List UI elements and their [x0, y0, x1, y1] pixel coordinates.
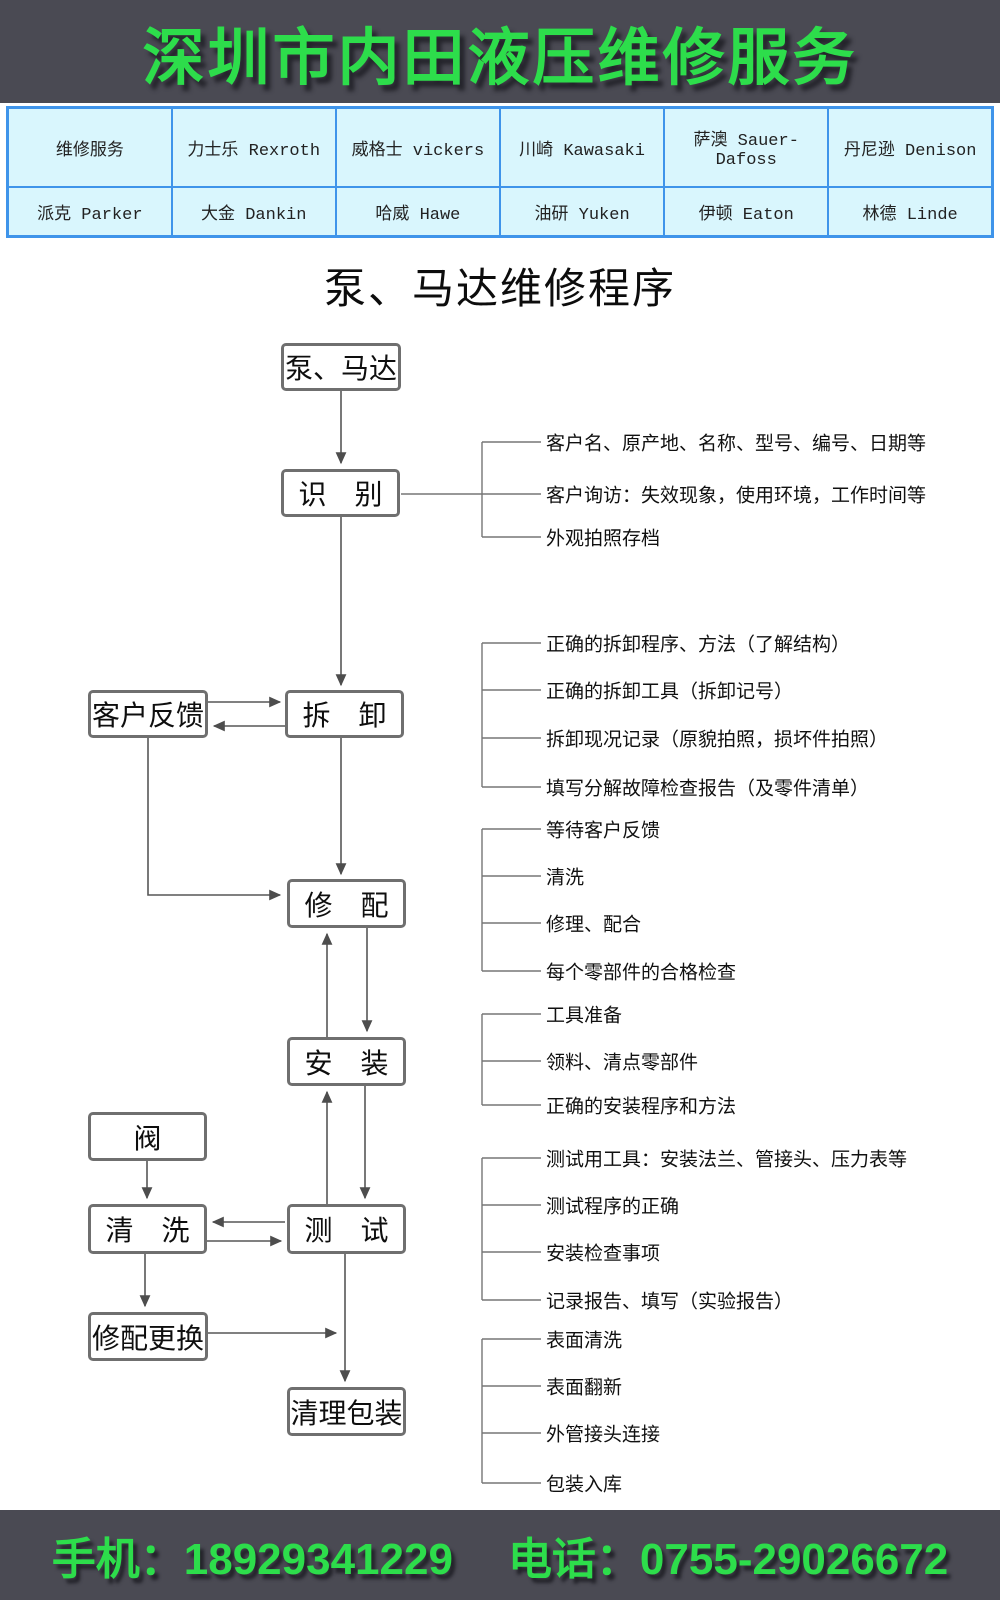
annotation-disassemble-3: 拆卸现况记录（原貌拍照，损坏件拍照）: [546, 729, 889, 751]
brand-cell-sauer: 萨澳 Sauer-Dafoss: [663, 106, 830, 189]
annotation-install-2: 领料、清点零部件: [546, 1052, 699, 1074]
node-repair-fit: 修 配: [287, 879, 406, 928]
brand-cell-rexroth: 力士乐 Rexroth: [170, 106, 337, 189]
brand-cell-hawe: 哈威 Hawe: [334, 186, 501, 238]
brand-cell-service: 维修服务: [6, 106, 173, 189]
node-identify: 识 别: [281, 469, 400, 517]
annotation-repair-3: 修理、配合: [546, 914, 642, 936]
brand-table-row: 派克 Parker 大金 Dankin 哈威 Hawe 油研 Yuken 伊顿 …: [6, 186, 994, 238]
annotation-test-2: 测试程序的正确: [546, 1196, 680, 1218]
brand-cell-dankin: 大金 Dankin: [170, 186, 337, 238]
annotation-install-1: 工具准备: [546, 1005, 623, 1027]
annotation-disassemble-2: 正确的拆卸工具（拆卸记号）: [546, 681, 794, 703]
annotation-identify-1: 客户名、原产地、名称、型号、编号、日期等: [546, 433, 927, 455]
brand-cell-vickers: 威格士 vickers: [334, 106, 501, 189]
node-pump-motor: 泵、马达: [281, 343, 401, 391]
annotation-package-3: 外管接头连接: [546, 1424, 661, 1446]
annotation-install-3: 正确的安装程序和方法: [546, 1096, 737, 1118]
annotation-package-1: 表面清洗: [546, 1330, 623, 1352]
brand-cell-denison: 丹尼逊 Denison: [827, 106, 994, 189]
node-valve: 阀: [88, 1112, 207, 1161]
phone-number: 电话：0755-29026672: [507, 1535, 949, 1584]
brand-cell-linde: 林德 Linde: [827, 186, 994, 238]
brand-cell-kawasaki: 川崎 Kawasaki: [498, 106, 666, 189]
header-banner: 深圳市内田液压维修服务: [0, 0, 1000, 103]
company-title: 深圳市内田液压维修服务: [142, 23, 858, 93]
brand-cell-eaton: 伊顿 Eaton: [663, 186, 830, 238]
annotation-repair-4: 每个零部件的合格检查: [546, 962, 737, 984]
annotation-identify-2: 客户询访：失效现象，使用环境，工作时间等: [546, 485, 927, 507]
node-customer-feedback: 客户反馈: [88, 690, 208, 738]
footer-banner: 手机：18929341229 电话：0755-29026672: [0, 1510, 1000, 1600]
node-test: 测 试: [287, 1204, 406, 1254]
node-install: 安 装: [287, 1037, 406, 1086]
brand-table: 维修服务 力士乐 Rexroth 威格士 vickers 川崎 Kawasaki…: [6, 106, 994, 238]
annotation-repair-2: 清洗: [546, 867, 585, 889]
annotation-identify-3: 外观拍照存档: [546, 528, 661, 550]
brand-cell-parker: 派克 Parker: [6, 186, 173, 238]
annotation-test-3: 安装检查事项: [546, 1243, 661, 1265]
brand-cell-yuken: 油研 Yuken: [498, 186, 666, 238]
node-clean: 清 洗: [88, 1204, 207, 1254]
brand-table-row: 维修服务 力士乐 Rexroth 威格士 vickers 川崎 Kawasaki…: [6, 106, 994, 189]
diagram-title: 泵、马达维修程序: [323, 265, 676, 312]
annotation-disassemble-1: 正确的拆卸程序、方法（了解结构）: [546, 634, 851, 656]
node-disassemble: 拆 卸: [285, 690, 404, 738]
annotation-test-1: 测试用工具：安装法兰、管接头、压力表等: [546, 1149, 908, 1171]
node-repair-replace: 修配更换: [88, 1312, 208, 1361]
mobile-number: 手机：18929341229: [51, 1535, 453, 1584]
annotation-test-4: 记录报告、填写（实验报告）: [546, 1291, 794, 1313]
annotation-package-2: 表面翻新: [546, 1377, 623, 1399]
annotation-package-4: 包装入库: [546, 1474, 623, 1496]
node-clean-package: 清理包装: [287, 1387, 406, 1436]
annotation-repair-1: 等待客户反馈: [546, 820, 661, 842]
annotation-disassemble-4: 填写分解故障检查报告（及零件清单）: [546, 778, 870, 800]
